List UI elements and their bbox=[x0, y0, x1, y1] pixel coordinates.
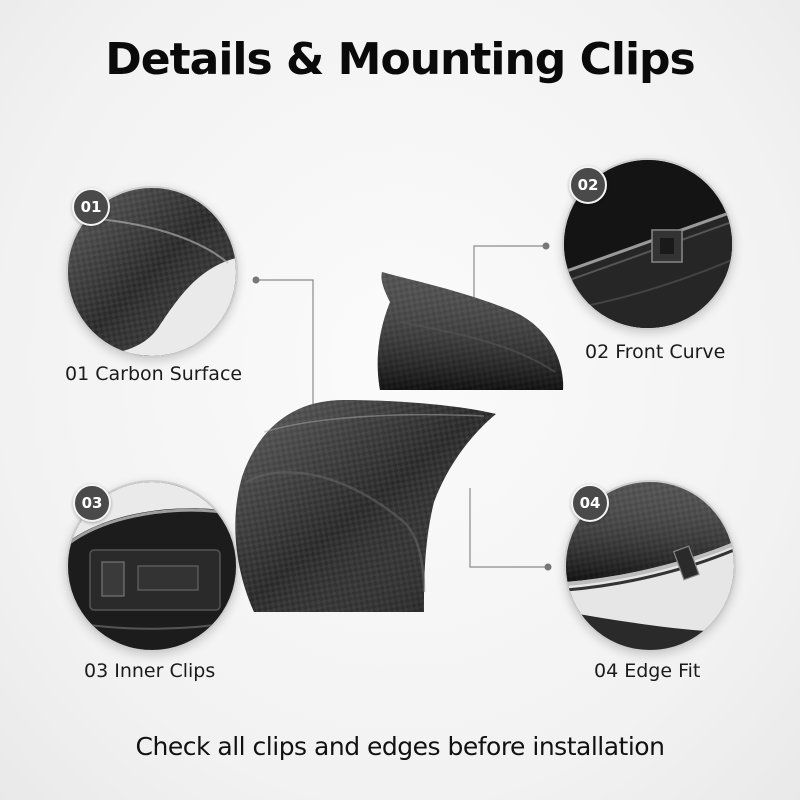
detail-label-front-curve: 02 Front Curve bbox=[585, 341, 726, 363]
detail-number-badge-03: 03 bbox=[73, 484, 111, 522]
inner-clips-closeup-icon bbox=[66, 480, 238, 652]
detail-number-badge-01: 01 bbox=[72, 188, 110, 226]
mirror-cover-large-image bbox=[235, 400, 496, 612]
detail-number-badge-02: 02 bbox=[569, 166, 607, 204]
detail-label-inner-clips: 03 Inner Clips bbox=[84, 660, 216, 682]
detail-number-badge-04: 04 bbox=[571, 484, 609, 522]
detail-inner-clips bbox=[66, 480, 238, 652]
page-title: Details & Mounting Clips bbox=[105, 34, 696, 85]
installation-note: Check all clips and edges before install… bbox=[135, 732, 665, 761]
mirror-cover-small-image bbox=[377, 272, 564, 390]
detail-label-carbon-surface: 01 Carbon Surface bbox=[65, 363, 243, 385]
detail-label-edge-fit: 04 Edge Fit bbox=[594, 660, 701, 682]
